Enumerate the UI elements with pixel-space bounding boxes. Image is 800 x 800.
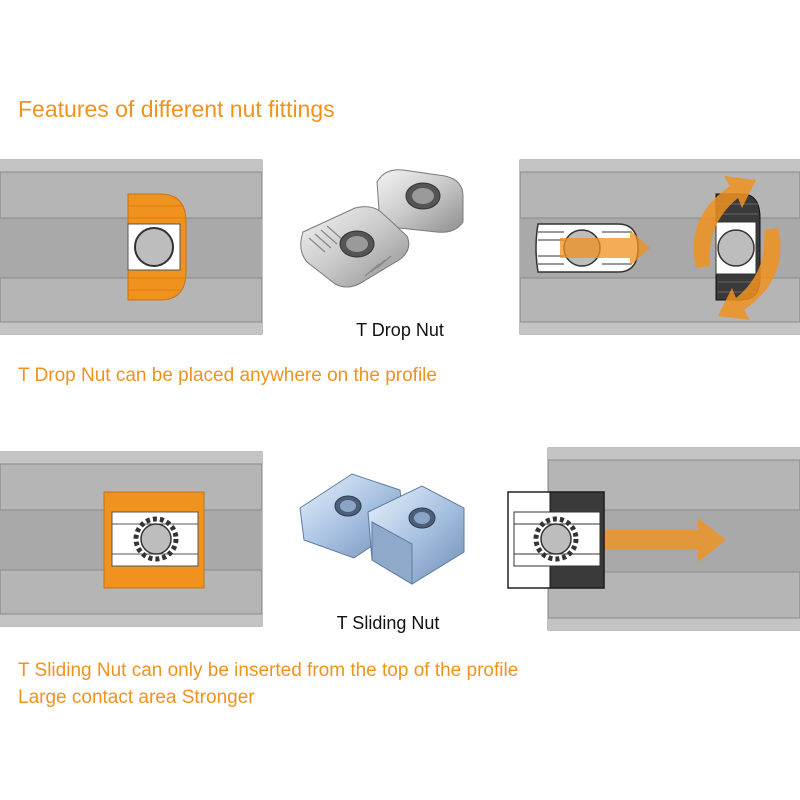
sliding-nut-caption-line2: Large contact area Stronger	[18, 687, 255, 708]
drop-nut-profile-left	[0, 158, 263, 336]
sliding-nut-caption-line1: T Sliding Nut can only be inserted from …	[18, 660, 519, 681]
drop-nut-product-image	[300, 169, 464, 288]
sliding-nut-product-image	[299, 473, 465, 585]
sliding-nut-insert-graphic	[507, 491, 605, 589]
sliding-nut-label: T Sliding Nut	[336, 613, 440, 633]
drop-nut-label: T Drop Nut	[356, 320, 444, 340]
page-title: Features of different nut fittings	[18, 96, 335, 122]
drop-nut-caption: T Drop Nut can be placed anywhere on the…	[18, 365, 437, 386]
drop-nut-profile-right	[519, 159, 800, 335]
sliding-nut-profile-left	[0, 451, 263, 627]
